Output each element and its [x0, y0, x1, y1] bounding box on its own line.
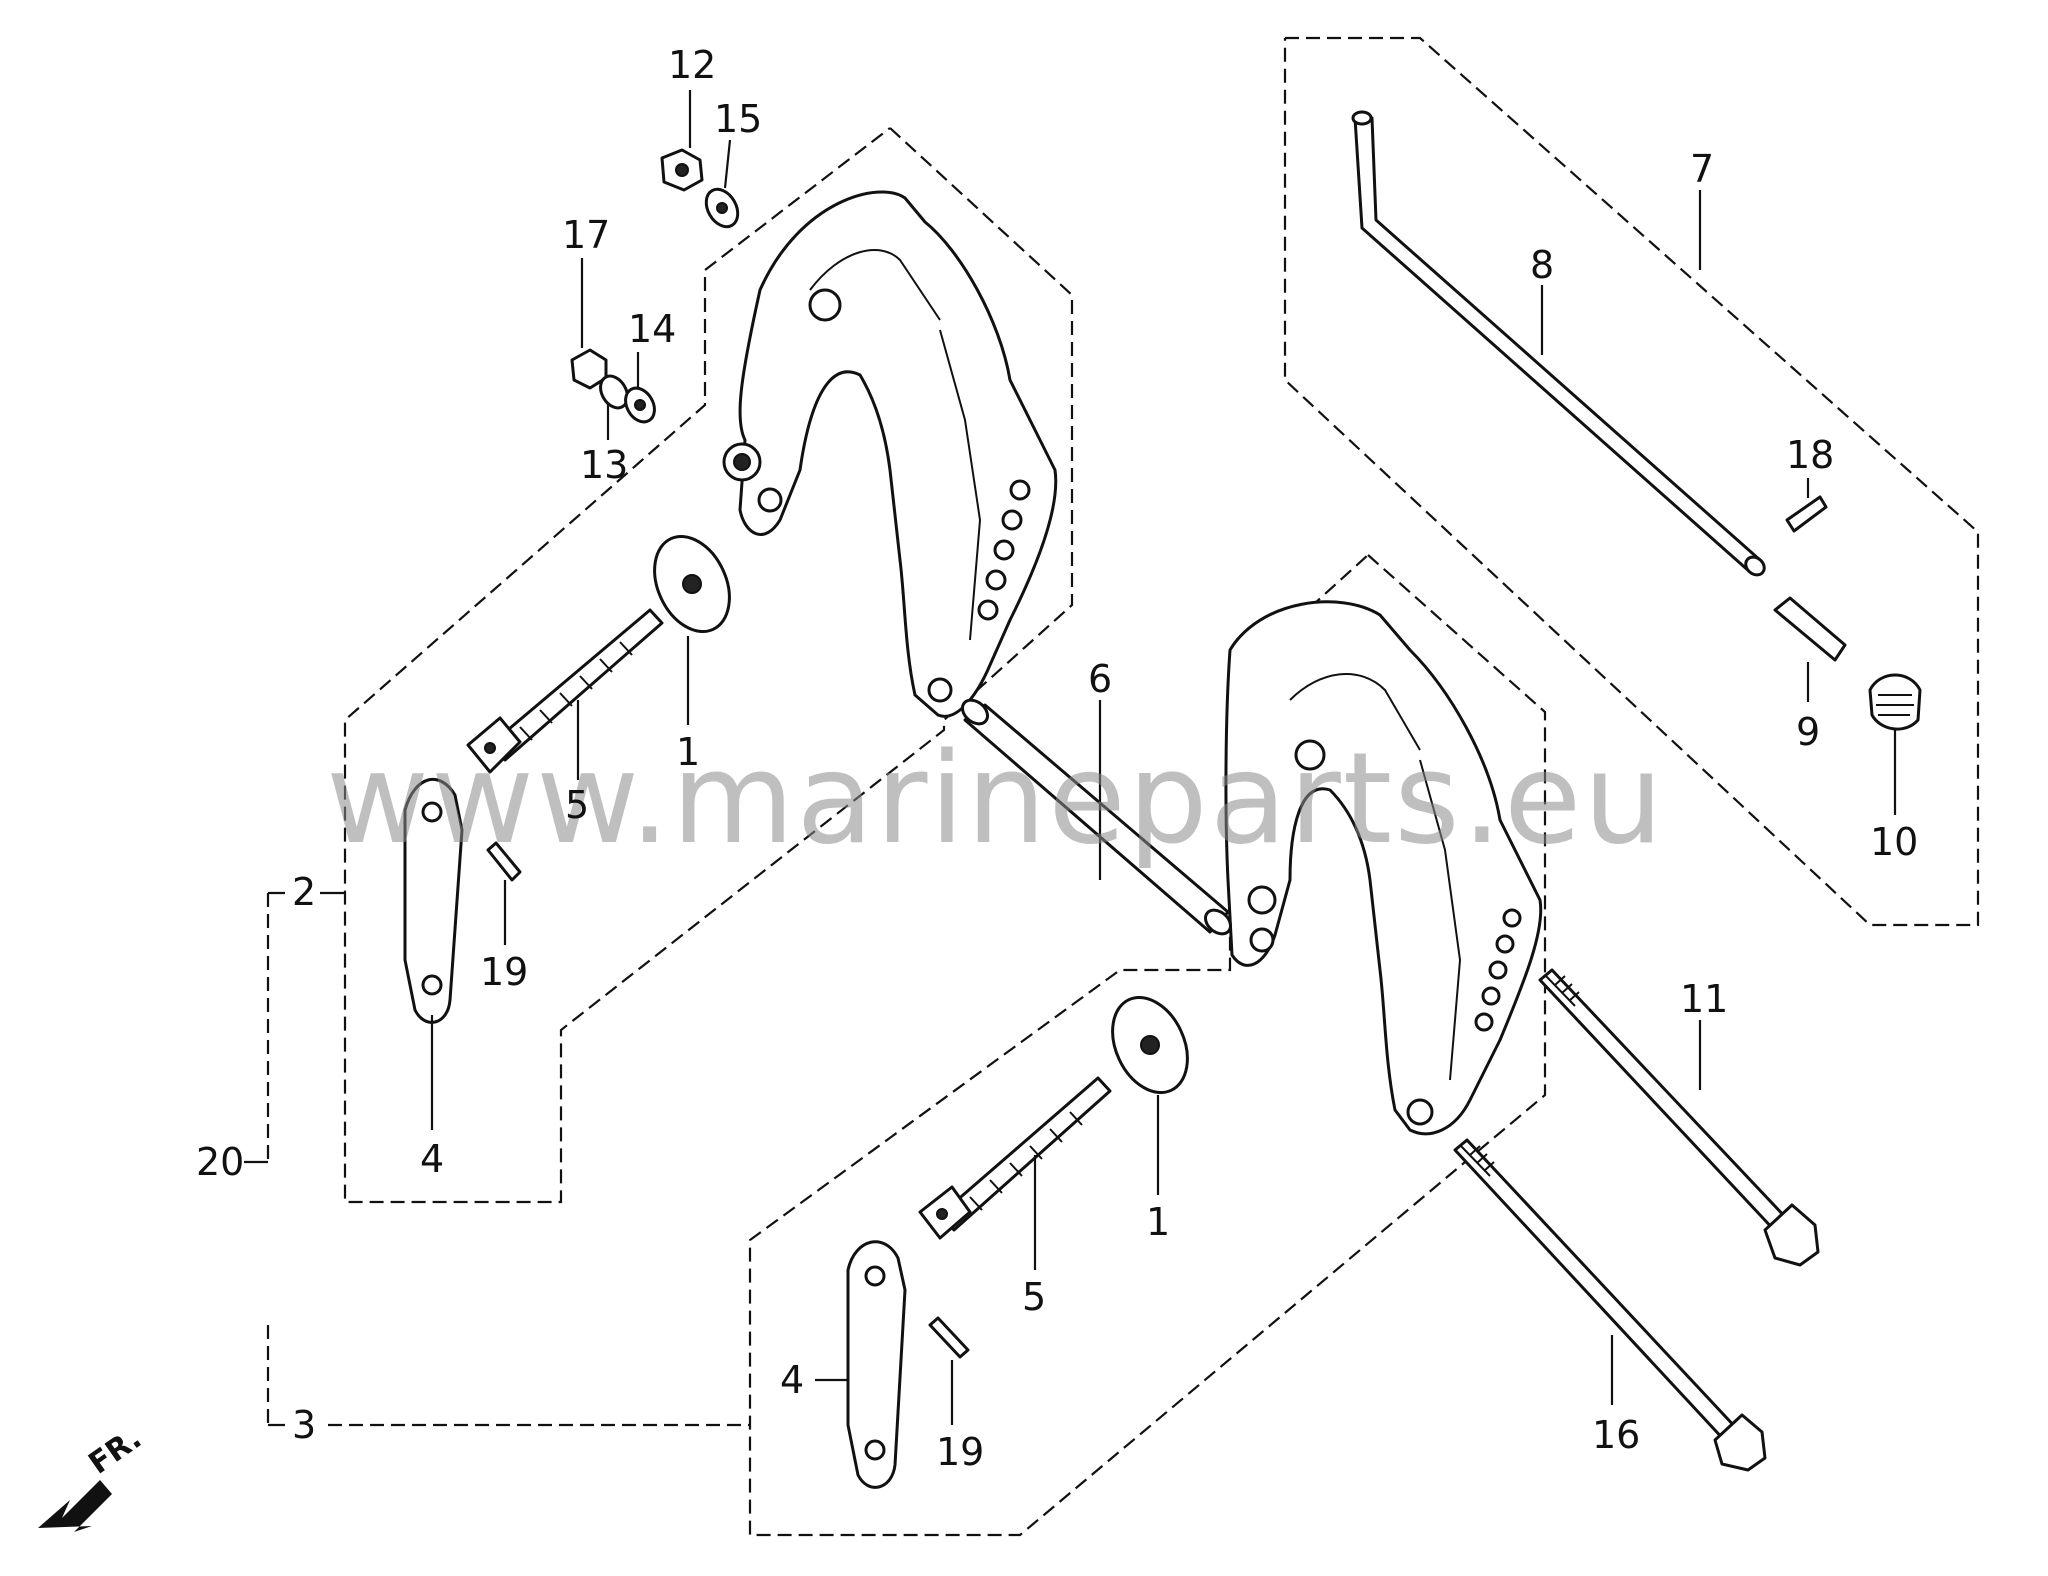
part-10-grommet	[1868, 673, 1922, 731]
part-13-washer	[599, 374, 629, 410]
leader-lines	[430, 90, 1897, 1425]
part-1-pad-lower	[1111, 995, 1189, 1095]
callout-19-upper: 19	[480, 950, 528, 994]
part-18-pin	[1785, 495, 1828, 533]
callout-19-lower: 19	[936, 1430, 984, 1474]
callout-10: 10	[1870, 820, 1918, 864]
part-1-pad-upper	[653, 534, 731, 634]
boundary-upper-right	[1283, 36, 1980, 927]
callout-18: 18	[1786, 433, 1834, 477]
part-8-tilt-rod	[1351, 110, 1766, 577]
callout-3: 3	[292, 1403, 316, 1447]
part-6-tube	[960, 698, 1233, 936]
forward-label: FR.	[83, 1421, 149, 1482]
part-19-pin-upper	[486, 841, 522, 882]
forward-arrow-icon: FR.	[38, 1421, 148, 1532]
part-12-nut	[660, 148, 704, 192]
bracket-hole	[808, 288, 842, 322]
stern-bracket-left	[722, 190, 1058, 718]
callout-13: 13	[580, 443, 628, 487]
stern-bracket-right	[1224, 600, 1543, 1136]
callout-14: 14	[628, 307, 676, 351]
boundary-upper-left	[343, 127, 1074, 1204]
part-4-handle-upper	[403, 777, 464, 1024]
callout-15: 15	[714, 97, 762, 141]
watermark: www.marineparts.eu	[326, 725, 1665, 872]
callout-2: 2	[292, 870, 316, 914]
callout-6: 6	[1088, 657, 1112, 701]
callout-8: 8	[1530, 243, 1554, 287]
callout-4-upper: 4	[420, 1137, 444, 1181]
callout-7: 7	[1690, 147, 1714, 191]
part-11-bolt	[1538, 968, 1820, 1267]
part-15-washer	[704, 187, 740, 229]
bracket-hole	[757, 487, 783, 513]
callout-17: 17	[562, 213, 610, 257]
callout-5-upper: 5	[565, 783, 589, 827]
callout-20: 20	[196, 1140, 244, 1184]
part-16-bolt	[1453, 1138, 1767, 1472]
group-brackets	[244, 891, 750, 1427]
part-14-washer	[624, 386, 656, 424]
bracket-hole	[1247, 885, 1277, 915]
callout-12: 12	[668, 43, 716, 87]
part-5-screw-upper	[466, 608, 664, 774]
callout-1-upper: 1	[676, 730, 700, 774]
part-9-clip	[1773, 596, 1847, 662]
bracket-hole	[1249, 927, 1275, 953]
assembly-boundaries	[343, 36, 1980, 1537]
part-19-pin-lower	[928, 1316, 970, 1359]
bracket-hole	[1294, 739, 1326, 771]
callout-1-lower: 1	[1146, 1200, 1170, 1244]
callout-4-lower: 4	[780, 1358, 804, 1402]
part-4-handle-lower	[846, 1240, 907, 1489]
callout-9: 9	[1796, 710, 1820, 754]
part-5-screw-lower	[918, 1076, 1112, 1240]
boundary-lower	[748, 554, 1547, 1537]
callouts: 12 15 17 14 13 1 5 2 19 4 20 6 7 8 18 9 …	[196, 43, 1918, 1474]
callout-5-lower: 5	[1022, 1275, 1046, 1319]
callout-16: 16	[1592, 1413, 1640, 1457]
callout-11: 11	[1680, 977, 1728, 1021]
